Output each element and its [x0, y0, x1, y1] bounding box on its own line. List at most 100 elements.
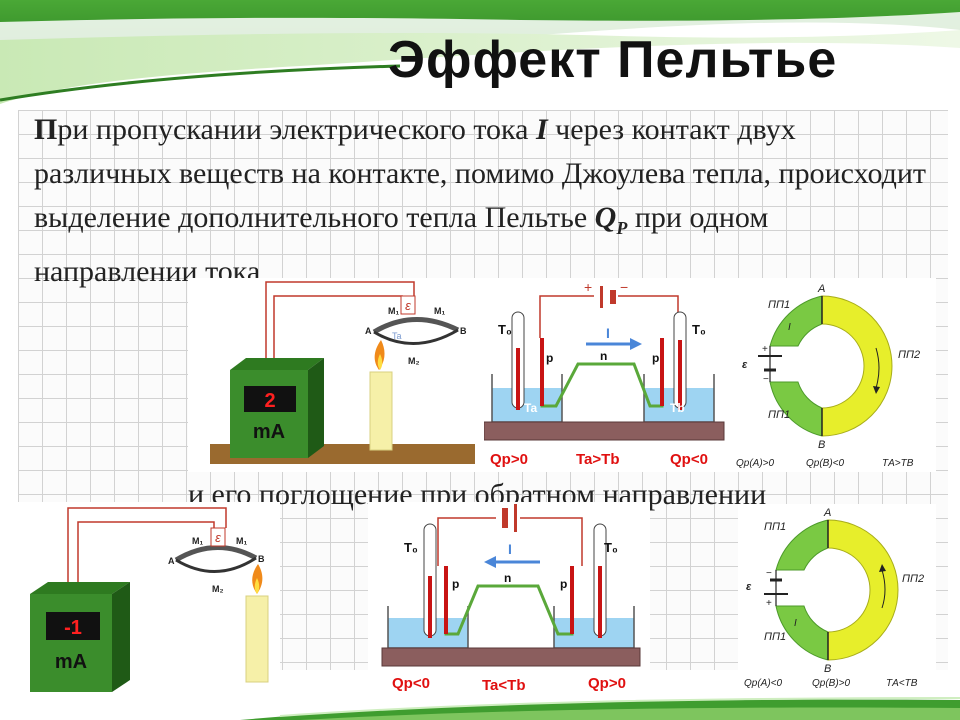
pp2-label: ПП2 — [902, 573, 924, 585]
battery-short-plate — [610, 290, 616, 304]
qp-right-label: Qp>0 — [588, 675, 626, 692]
meter-diagram-top: 2 mA ε M₁ M₁ A B Ta M₂ — [210, 281, 475, 464]
meter-panel-top: 2 mA ε M₁ M₁ A B Ta M₂ — [188, 278, 484, 472]
meter-diagram-bottom: -1 mA ε M₁ M₁ A B M₂ — [30, 507, 269, 692]
ammeter-box — [30, 594, 112, 692]
meter-panel-bottom: -1 mA ε M₁ M₁ A B M₂ — [0, 502, 280, 692]
n-label: n — [600, 349, 607, 363]
current-arrow-right — [630, 338, 642, 350]
ammeter-reading: 2 — [264, 390, 275, 412]
pp1-bottom-label: ПП1 — [768, 409, 790, 421]
ring-caption-a: Qр(А)>0 — [736, 458, 775, 469]
p-right-label: p — [560, 577, 567, 591]
pp1-top-label: ПП1 — [764, 521, 786, 533]
ring-emf: ε — [746, 581, 752, 593]
ring-b-label: B — [824, 663, 831, 675]
battery-long-plate — [600, 286, 603, 308]
current-label: I — [606, 325, 610, 341]
qp-left-label: Qp>0 — [490, 451, 528, 468]
thermo-panel-top: + − I T₀ T₀ p p n Ta Tb Qp>0 Ta>Tb — [484, 278, 736, 472]
ammeter-reading: -1 — [64, 617, 82, 639]
qp-left-label: Qp<0 — [392, 675, 430, 692]
ring-diagram-bottom: − + ε ПП1 ПП1 ПП2 A B I Qр(А)<0 Qр(В)>0 … — [744, 507, 924, 689]
p-left-label: p — [546, 351, 553, 365]
m1-left-label: M₁ — [388, 306, 399, 316]
m1-right-label: M₁ — [434, 306, 445, 316]
temp-relation-label: Ta>Tb — [576, 451, 619, 468]
header-banner — [0, 0, 960, 104]
m1-right-label: M₁ — [236, 536, 247, 546]
emf-label: ε — [405, 298, 411, 313]
ammeter-display — [244, 386, 296, 412]
ring-a-label: A — [817, 283, 825, 295]
description-paragraph: При пропускании электрического тока I че… — [34, 108, 934, 294]
ring-caption-t: TА<TВ — [886, 678, 918, 689]
ta-bath-label: Ta — [524, 401, 537, 415]
b-label: B — [460, 326, 467, 336]
current-arrow-left — [484, 556, 496, 568]
ammeter-box — [230, 370, 308, 458]
tb-bath-label: Tb — [670, 401, 685, 415]
q-subscript: P — [616, 218, 628, 238]
q-symbol: Q — [594, 201, 617, 234]
pp1-bottom-label: ПП1 — [764, 631, 786, 643]
paragraph-text-b: через контакт двух различных веществ на … — [34, 113, 927, 234]
thermo-panel-bottom: I T₀ T₀ p p n Qp<0 Ta<Tb Qp>0 — [368, 502, 650, 692]
battery-long-plate — [514, 504, 517, 532]
paragraph-first-letter: П — [34, 113, 58, 146]
ring-b-label: B — [818, 439, 825, 451]
ring-a-label: A — [823, 507, 831, 519]
t0-right-label: T₀ — [692, 322, 706, 337]
ammeter-unit: mA — [55, 651, 87, 673]
t0-left-label: T₀ — [404, 540, 418, 555]
emf-label: ε — [215, 530, 221, 545]
ta-label: Ta — [392, 331, 402, 341]
ring-emf: ε — [742, 359, 748, 371]
ring-minus: − — [766, 568, 772, 579]
base-plate — [484, 421, 725, 441]
m1-left-label: M₁ — [192, 536, 203, 546]
m2-label: M₂ — [212, 584, 224, 594]
p-left-label: p — [452, 577, 459, 591]
ring-panel-top: + − ε ПП1 ПП1 ПП2 A B I Qр(А)>0 Qр(В)<0 … — [736, 278, 936, 472]
ring-plus: + — [762, 344, 768, 355]
candle — [369, 371, 393, 451]
ring-panel-bottom: − + ε ПП1 ПП1 ПП2 A B I Qр(А)<0 Qр(В)>0 … — [738, 504, 936, 690]
battery-plus: + — [584, 279, 592, 295]
m2-label: M₂ — [408, 356, 420, 366]
current-symbol: I — [535, 113, 548, 146]
ring-caption-a: Qр(А)<0 — [744, 678, 783, 689]
base-plate — [381, 647, 641, 667]
ring-caption-t: TА>TВ — [882, 458, 914, 469]
ring-caption-b: Qр(В)<0 — [806, 458, 845, 469]
ring-diagram-top: + − ε ПП1 ПП1 ПП2 A B I Qр(А)>0 Qр(В)<0 … — [736, 283, 920, 469]
ring-i-label: I — [788, 322, 791, 333]
ring-caption-b: Qр(В)>0 — [812, 678, 851, 689]
t0-left-label: T₀ — [498, 322, 512, 337]
ring-minus: − — [763, 374, 769, 385]
temp-relation-label: Ta<Tb — [482, 677, 525, 692]
ring-plus: + — [766, 598, 772, 609]
footer-banner — [240, 697, 960, 720]
ring-i-label: I — [794, 618, 797, 629]
t0-right-label: T₀ — [604, 540, 618, 555]
thermo-diagram-bottom: I T₀ T₀ p p n Qp<0 Ta<Tb Qp>0 — [381, 504, 641, 692]
pp1-top-label: ПП1 — [768, 299, 790, 311]
current-label: I — [508, 541, 512, 557]
candle — [245, 595, 269, 683]
paragraph-text-a: ри пропускании электрического тока — [57, 113, 536, 146]
ammeter-unit: mA — [253, 421, 285, 443]
pp2-label: ПП2 — [898, 349, 920, 361]
a-label: A — [168, 556, 175, 566]
p-right-label: p — [652, 351, 659, 365]
page-title: Эффект Пельтье — [388, 31, 838, 89]
thermo-diagram-top: + − I T₀ T₀ p p n Ta Tb Qp>0 Ta>Tb — [484, 279, 725, 468]
b-label: B — [258, 554, 265, 564]
battery-short-plate — [502, 508, 508, 528]
n-label: n — [504, 571, 511, 585]
ammeter-display — [46, 612, 100, 640]
battery-minus: − — [620, 279, 628, 295]
qp-right-label: Qp<0 — [670, 451, 708, 468]
a-label: A — [365, 326, 372, 336]
